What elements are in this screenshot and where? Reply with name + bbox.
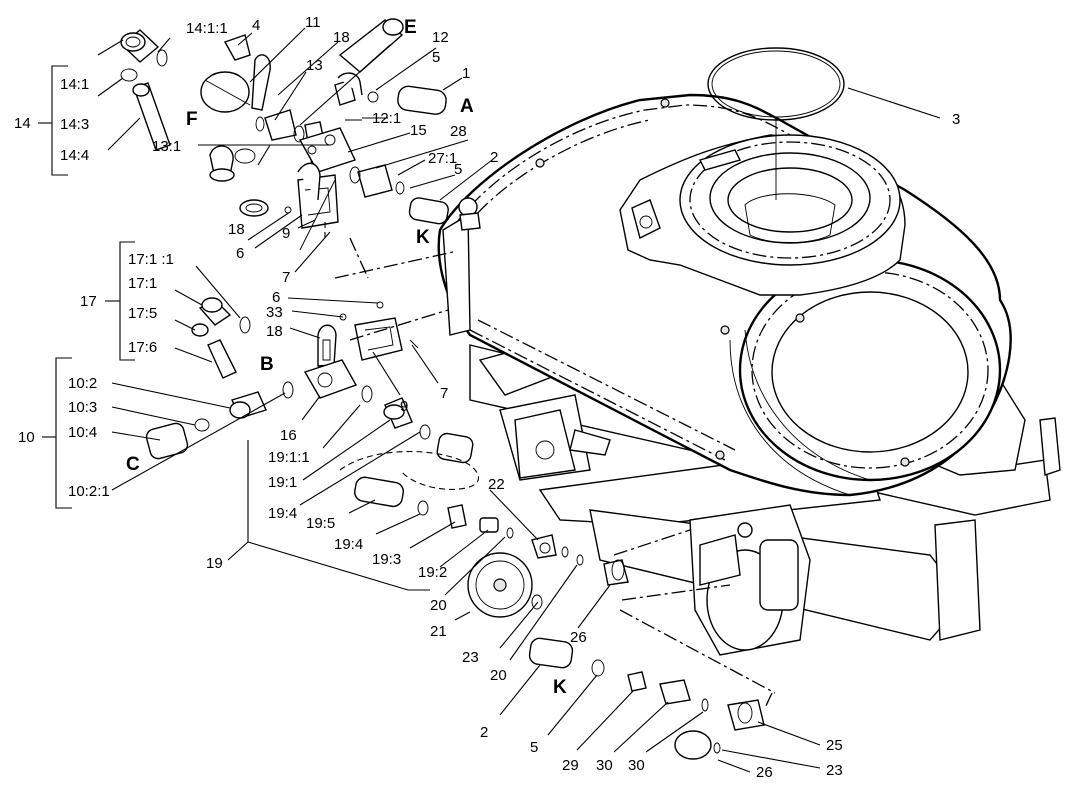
callout-18-mid: 18 (228, 221, 245, 238)
callout-17-1: 17:1 (128, 275, 157, 292)
upper-valve-group (120, 18, 449, 240)
callout-22: 22 (488, 476, 505, 493)
callout-19: 19 (206, 555, 223, 572)
callout-5-bottom: 5 (530, 739, 538, 756)
callout-labels: 14:1:1 4 11 18 E 12 5 1 A 13 12:1 15 28 … (14, 14, 960, 781)
callout-23-b: 23 (826, 762, 843, 779)
callout-18-low: 18 (266, 323, 283, 340)
callout-15: 15 (410, 122, 427, 139)
letter-e: E (404, 17, 417, 38)
letter-b: B (260, 354, 274, 375)
callout-26: 26 (756, 764, 773, 781)
callout-19-4-a: 19:4 (268, 505, 297, 522)
callout-1: 1 (462, 65, 470, 82)
callout-20-a: 20 (430, 597, 447, 614)
callout-20-b: 20 (490, 667, 507, 684)
callout-12-1: 12:1 (372, 110, 401, 127)
callout-5-mid: 5 (454, 161, 462, 178)
callout-29: 30 (596, 757, 613, 774)
callout-19-1-1: 19:1:1 (268, 449, 310, 466)
middle-valve-group (145, 297, 629, 618)
callout-10: 10 (18, 429, 35, 446)
callout-13: 13 (306, 57, 323, 74)
callout-4: 4 (252, 17, 260, 34)
callout-14-1: 14:1 (60, 76, 89, 93)
leader-lines (38, 27, 941, 773)
callout-10-4: 10:4 (68, 424, 97, 441)
callout-6-top: 6 (236, 245, 244, 262)
callout-9-mid: 9 (400, 398, 408, 415)
letter-a: A (460, 96, 474, 117)
callout-27: 27:1 (428, 150, 457, 167)
callout-10-3: 10:3 (68, 399, 97, 416)
callout-13-1: 13:1 (152, 138, 181, 155)
callout-10-2-1: 10:2:1 (68, 483, 110, 500)
callout-25: 25 (826, 737, 843, 754)
callout-17: 17 (80, 293, 97, 310)
callout-14: 14 (14, 115, 31, 132)
letter-k-top: K (416, 227, 430, 248)
callout-14-3: 14:3 (60, 116, 89, 133)
callout-19-4-b: 19:4 (334, 536, 363, 553)
callout-28: 29 (562, 757, 579, 774)
callout-3: 3 (952, 111, 960, 128)
callout-7-mid: 7 (440, 385, 448, 402)
callout-14-1-1: 14:1:1 (186, 20, 228, 37)
callout-19-1: 19:1 (268, 474, 297, 491)
callout-2-bottom: 2 (480, 724, 488, 741)
callout-30: 30 (628, 757, 645, 774)
callout-10-2: 10:2 (68, 375, 97, 392)
callout-12: 12 (432, 29, 449, 46)
callout-7-top: 7 (282, 269, 290, 286)
callout-27-1: 28 (450, 123, 467, 140)
callout-16: 16 (280, 427, 297, 444)
callout-33: 33 (266, 304, 283, 321)
callout-19-5: 19:5 (306, 515, 335, 532)
letter-f: F (186, 109, 198, 130)
lower-fitting-group (528, 637, 765, 760)
connection-lines (299, 119, 776, 709)
letter-c: C (126, 454, 140, 475)
callout-19-2: 19:2 (418, 564, 447, 581)
callout-5-top: 5 (432, 49, 440, 66)
callout-17-6: 17:6 (128, 339, 157, 356)
callout-17-5: 17:5 (128, 305, 157, 322)
letter-k-bottom: K (553, 677, 567, 698)
callout-24: 26 (570, 629, 587, 646)
callout-19-3: 19:3 (372, 551, 401, 568)
callout-17-1-1: 17:1 :1 (128, 251, 174, 268)
callout-2-top: 2 (490, 149, 498, 166)
callout-23-a: 23 (462, 649, 479, 666)
tank-assembly (437, 47, 1061, 656)
callout-14-4: 14:4 (60, 147, 89, 164)
callout-6-mid: 6 (272, 289, 280, 306)
callout-9-top: 9 (282, 225, 290, 242)
callout-18-top: 18 (333, 29, 350, 46)
callout-21: 21 (430, 623, 447, 640)
callout-11: 11 (305, 14, 321, 31)
